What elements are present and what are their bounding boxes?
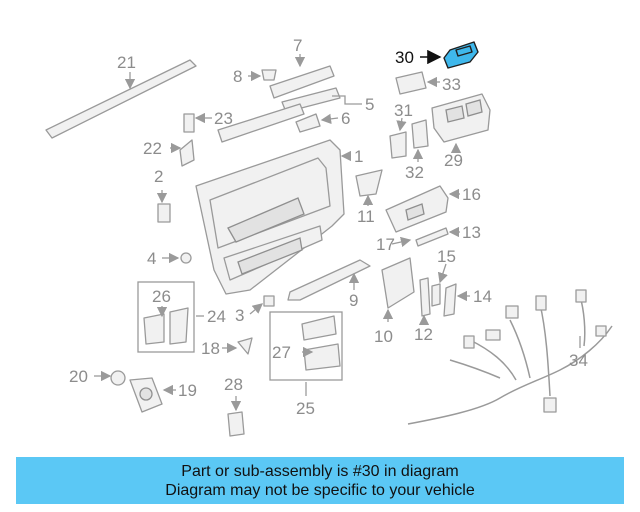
- callout-5: 5: [365, 95, 374, 114]
- info-banner: Part or sub-assembly is #30 in diagram D…: [16, 457, 624, 504]
- part-20-speaker: 20: [69, 367, 126, 386]
- part-24-latch-assembly: 24 26: [137, 281, 226, 353]
- part-30-highlighted[interactable]: 30: [395, 41, 479, 69]
- part-18-clip: 18: [201, 337, 253, 358]
- callout-27: 27: [272, 343, 291, 362]
- part-16-switch-panel: 16: [385, 185, 481, 233]
- part-17-trim: 17: [376, 235, 412, 254]
- callout-18: 18: [201, 339, 220, 358]
- callout-12: 12: [414, 325, 433, 344]
- callout-14: 14: [473, 287, 492, 306]
- callout-34: 34: [569, 351, 588, 370]
- part-22-bracket: 22: [143, 139, 195, 167]
- part-4-fastener: 4: [147, 249, 192, 268]
- callout-6: 6: [341, 109, 350, 128]
- part-19-grille: 19: [129, 377, 197, 413]
- callout-30: 30: [395, 48, 414, 67]
- part-32-switch: 32: [405, 119, 429, 182]
- callout-7: 7: [293, 36, 302, 55]
- callout-17: 17: [376, 235, 395, 254]
- callout-22: 22: [143, 139, 162, 158]
- callout-10: 10: [374, 327, 393, 346]
- callout-15: 15: [437, 247, 456, 266]
- callout-23: 23: [214, 109, 233, 128]
- part-11-bezel: 11: [355, 169, 383, 226]
- callout-9: 9: [349, 291, 358, 310]
- callout-33: 33: [442, 75, 461, 94]
- part-13-trim: 13: [415, 223, 481, 247]
- callout-13: 13: [462, 223, 481, 242]
- part-34-wiring-harness: 34: [407, 289, 613, 425]
- callout-8: 8: [233, 67, 242, 86]
- part-6-trim-molding: 6: [217, 103, 350, 143]
- callout-21: 21: [117, 53, 136, 72]
- part-23-bracket: 23: [183, 109, 233, 133]
- callout-16: 16: [462, 185, 481, 204]
- callout-26: 26: [152, 287, 171, 306]
- callout-25: 25: [296, 399, 315, 418]
- callout-4: 4: [147, 249, 156, 268]
- callout-20: 20: [69, 367, 88, 386]
- callout-31: 31: [394, 101, 413, 120]
- banner-line-2: Diagram may not be specific to your vehi…: [165, 481, 475, 499]
- callout-3: 3: [235, 306, 244, 325]
- callout-11: 11: [357, 207, 375, 226]
- part-33-switch-cap: 33: [395, 71, 461, 95]
- callout-24: 24: [207, 307, 226, 326]
- callout-28: 28: [224, 375, 243, 394]
- part-8-clip: 8: [233, 67, 277, 86]
- part-3-clip: 3: [235, 295, 275, 325]
- banner-line-1: Part or sub-assembly is #30 in diagram: [181, 462, 459, 480]
- part-12-bracket: 12 15: [414, 247, 456, 344]
- part-21-belt-molding: 21: [45, 53, 197, 139]
- callout-1: 1: [354, 147, 363, 166]
- part-31-switch: 31: [389, 101, 413, 159]
- part-25-switch-assembly: 27 25: [269, 311, 343, 418]
- callout-32: 32: [405, 163, 424, 182]
- part-10-pocket: 10: [374, 257, 415, 346]
- part-29-master-switch: 29: [431, 93, 491, 170]
- callout-19: 19: [178, 381, 197, 400]
- part-28-connector: 28: [224, 375, 245, 437]
- part-2-clip: 2: [154, 167, 171, 223]
- part-1-door-panel: 1: [195, 139, 363, 295]
- part-14-strip: 14: [443, 283, 492, 317]
- part-9-armrest: 9: [287, 259, 371, 310]
- parts-diagram: 21 7 8 5 6 23 22 2: [45, 36, 613, 437]
- callout-29: 29: [444, 151, 463, 170]
- callout-2: 2: [154, 167, 163, 186]
- part-7-molding: 7: [269, 36, 335, 99]
